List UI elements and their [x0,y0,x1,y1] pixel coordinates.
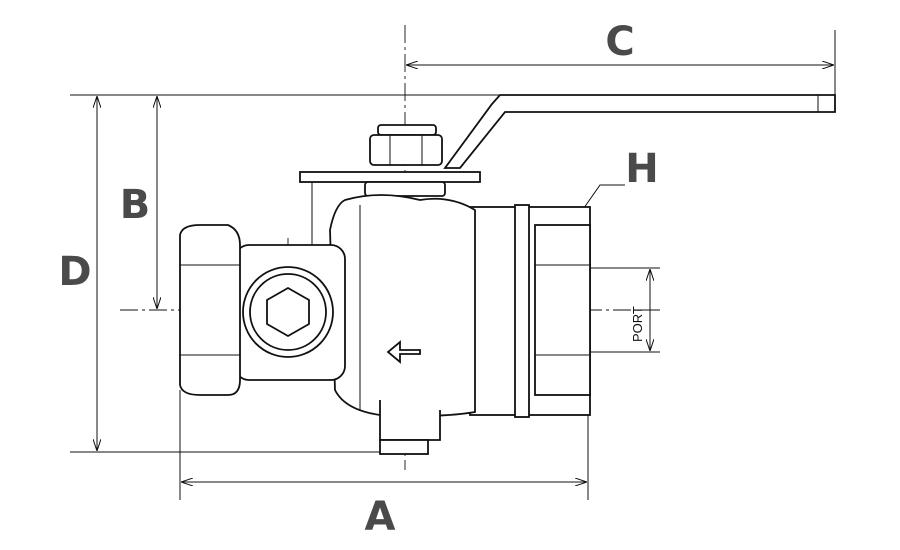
stem-nut [364,124,446,197]
label-b: B [120,182,151,228]
extension-lines [70,30,836,500]
valve-handle [299,94,836,183]
label-h: H [625,146,658,192]
valve-body [329,194,476,455]
hex-plug [266,286,310,338]
right-end-connector [469,204,591,418]
label-a: A [365,494,396,540]
label-port: PORT [630,306,645,342]
side-port [234,182,346,381]
label-d: D [58,249,91,295]
left-end-connector [179,224,241,396]
flow-arrow-icon [386,340,421,364]
label-c: C [605,19,634,65]
